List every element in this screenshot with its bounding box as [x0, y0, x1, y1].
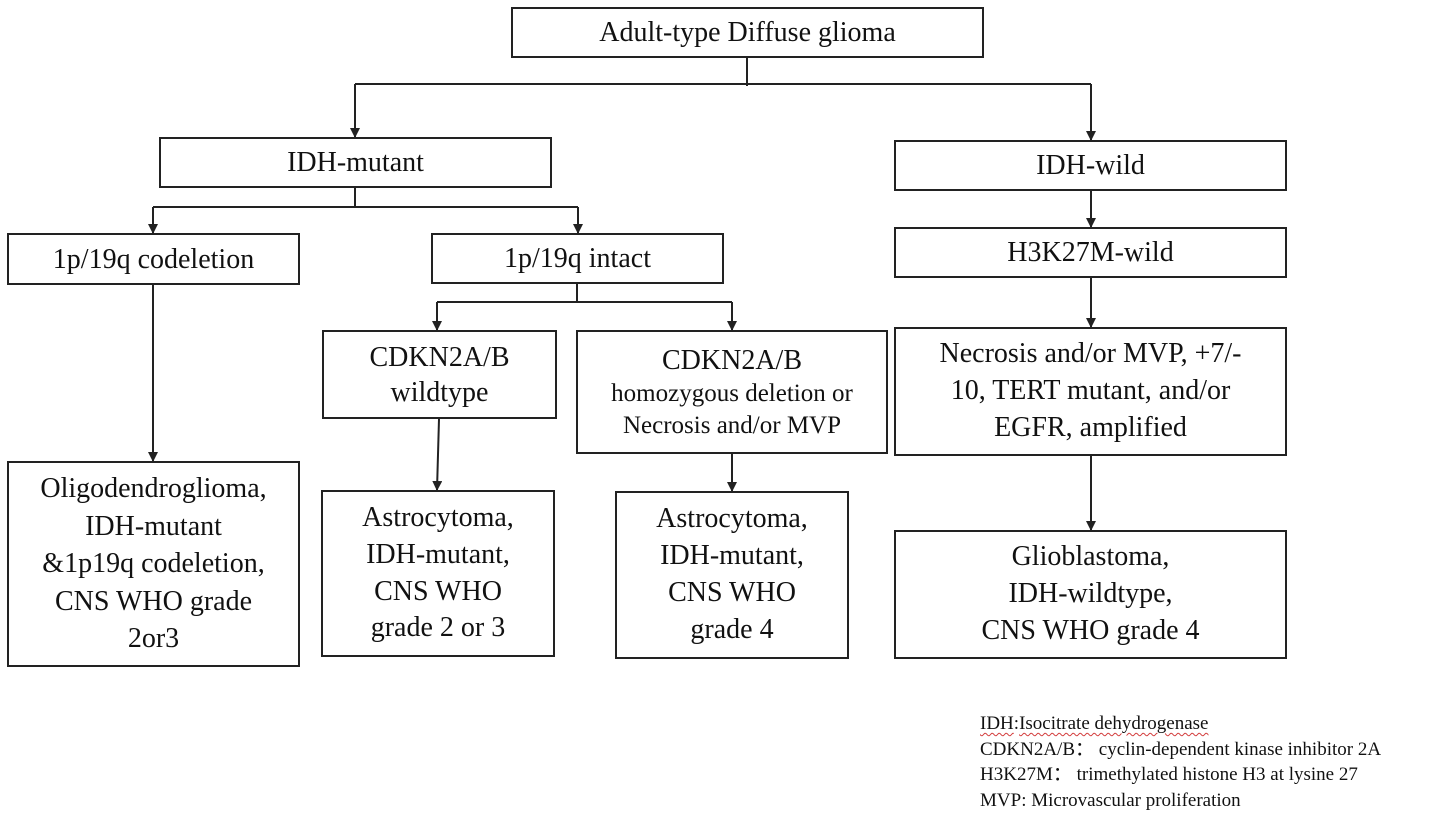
node-necrosis-mvp: Necrosis and/or MVP, +7/- 10, TERT mutan…	[894, 327, 1287, 456]
node-necrosis-mvp-line-3: EGFR, amplified	[994, 411, 1187, 443]
legend-row-idh: IDH:Isocitrate dehydrogenase	[980, 711, 1381, 737]
node-astro-4-line-3: CNS WHO	[668, 577, 796, 608]
node-codeletion: 1p/19q codeletion	[7, 233, 300, 285]
legend-row-mvp: MVP: Microvascular proliferation	[980, 788, 1381, 814]
node-idh-wild: IDH-wild	[894, 140, 1287, 191]
node-idh-mutant-line: IDH-mutant	[287, 147, 424, 178]
node-cdkn-deletion-line-1: CDKN2A/B	[661, 345, 802, 377]
node-cdkn-wildtype-line-2: wildtype	[390, 376, 489, 408]
node-cdkn-wildtype: CDKN2A/B wildtype	[322, 330, 557, 419]
legend-text: Isocitrate dehydrogenase	[1019, 713, 1209, 734]
node-oligodendroglioma-line-5: 2or3	[127, 623, 180, 655]
node-oligodendroglioma-line-3: &1p19q codeletion,	[42, 548, 265, 580]
node-necrosis-mvp-line-2: 10, TERT mutant, and/or	[950, 375, 1231, 407]
node-oligodendroglioma-line-4: CNS WHO grade	[54, 585, 252, 617]
node-astro-4-line-1: Astrocytoma,	[656, 503, 808, 535]
legend-text: cyclin-dependent kinase inhibitor 2A	[1098, 738, 1382, 760]
node-astrocytoma-grade-4: Astrocytoma, IDH-mutant, CNS WHO grade 4	[615, 491, 849, 659]
arrow-to-astro-2-3	[432, 418, 443, 491]
node-idh-mutant: IDH-mutant	[159, 137, 552, 188]
node-oligodendroglioma-line-2: IDH-mutant	[85, 510, 222, 542]
node-astro-2-3-line-2: IDH-mutant,	[366, 538, 510, 570]
node-glioblastoma: Glioblastoma, IDH-wildtype, CNS WHO grad…	[894, 530, 1287, 659]
legend-sep: :	[1021, 789, 1032, 811]
node-cdkn-deletion-line-2: homozygous deletion or	[611, 380, 853, 408]
node-glioblastoma-line-3: CNS WHO grade 4	[981, 614, 1200, 646]
node-root: Adult-type Diffuse glioma	[511, 7, 984, 58]
legend-abbr: CDKN2A/B	[980, 738, 1076, 760]
node-h3k27m-wild: H3K27M-wild	[894, 227, 1287, 278]
legend-text: Microvascular proliferation	[1031, 789, 1241, 811]
node-h3k27m-wild-line: H3K27M-wild	[1007, 237, 1174, 268]
node-cdkn-deletion: CDKN2A/B homozygous deletion or Necrosis…	[576, 330, 888, 454]
legend-abbr: MVP	[980, 789, 1022, 811]
abbreviation-legend: IDH:Isocitrate dehydrogenase CDKN2A/B： c…	[980, 711, 1381, 813]
legend-abbr: H3K27M	[980, 764, 1053, 785]
legend-text: trimethylated histone H3 at lysine 27	[1076, 764, 1358, 785]
node-oligodendroglioma-line-1: Oligodendroglioma,	[40, 473, 267, 505]
node-root-line: Adult-type Diffuse glioma	[599, 17, 896, 48]
node-cdkn-deletion-line-3: Necrosis and/or MVP	[622, 411, 842, 439]
node-codeletion-line: 1p/19q codeletion	[52, 243, 255, 275]
node-astro-2-3-line-3: CNS WHO	[374, 575, 502, 607]
legend-row-cdkn: CDKN2A/B： cyclin-dependent kinase inhibi…	[980, 737, 1381, 763]
node-astrocytoma-grade-2-3: Astrocytoma, IDH-mutant, CNS WHO grade 2…	[321, 490, 555, 657]
node-astro-2-3-line-4: grade 2 or 3	[370, 612, 506, 644]
node-glioblastoma-line-2: IDH-wildtype,	[1008, 578, 1173, 610]
node-intact-line: 1p/19q intact	[504, 243, 651, 274]
node-oligodendroglioma: Oligodendroglioma, IDH-mutant &1p19q cod…	[7, 461, 300, 667]
node-cdkn-wildtype-line-1: CDKN2A/B	[369, 341, 510, 373]
node-astro-4-line-4: grade 4	[690, 613, 774, 645]
node-necrosis-mvp-line-1: Necrosis and/or MVP, +7/-	[939, 338, 1242, 370]
node-glioblastoma-line-1: Glioblastoma,	[1011, 541, 1170, 573]
legend-sep: :	[1013, 713, 1020, 734]
node-idh-wild-line: IDH-wild	[1036, 150, 1145, 181]
node-astro-4-line-2: IDH-mutant,	[660, 540, 804, 572]
legend-sep: ：	[1075, 738, 1099, 760]
node-intact: 1p/19q intact	[431, 233, 724, 284]
legend-abbr: IDH	[980, 713, 1014, 734]
legend-sep: ：	[1052, 764, 1077, 785]
legend-row-h3k27m: H3K27M： trimethylated histone H3 at lysi…	[980, 762, 1381, 788]
node-astro-2-3-line-1: Astrocytoma,	[362, 501, 514, 533]
